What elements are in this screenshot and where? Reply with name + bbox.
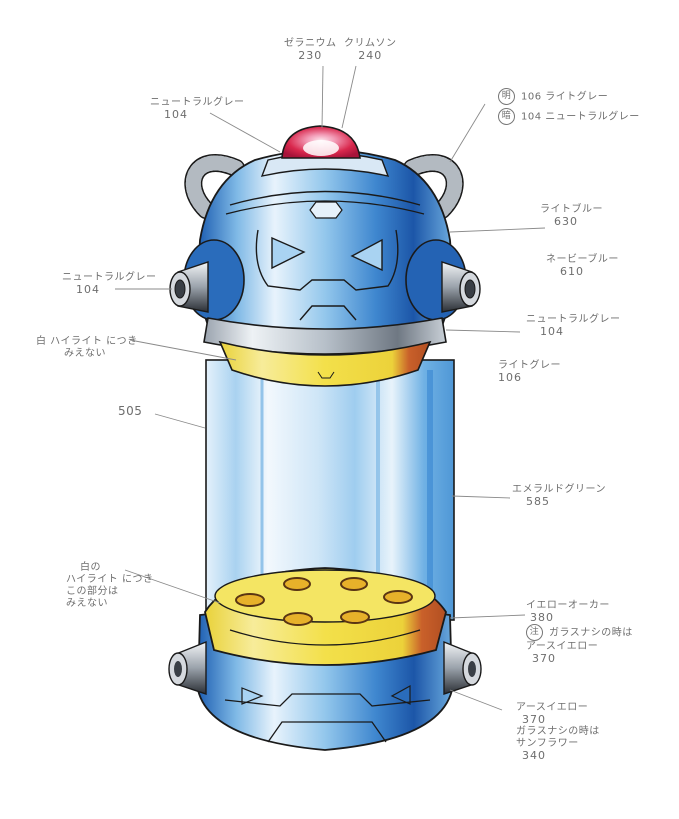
label-text: ガラスナシの時は xyxy=(516,726,600,737)
label-code: 230 xyxy=(298,49,323,62)
label-text: ニュートラルグレー xyxy=(150,97,245,108)
label-code: 370 xyxy=(532,652,556,665)
label-upper-band: ニュートラルグレー 104 xyxy=(526,314,621,338)
label-text: アースイエロー xyxy=(516,702,589,713)
label-text: ガラスナシの時は xyxy=(549,627,633,639)
label-code: 106 xyxy=(521,91,542,103)
leader-lines xyxy=(115,65,546,711)
label-text: ライトブルー xyxy=(540,204,603,215)
label-code: 630 xyxy=(554,215,578,228)
label-geranium: ゼラニウム 230 xyxy=(284,38,337,62)
label-hose-dark: 暗 104 ニュートラルグレー xyxy=(498,108,640,125)
label-navy-blue: ネービーブルー 610 xyxy=(546,254,619,278)
label-text: ライトグレー xyxy=(545,91,609,103)
label-code: 610 xyxy=(560,265,584,278)
label-code: 104 xyxy=(76,283,100,296)
label-crimson: クリムソン 240 xyxy=(344,38,397,62)
label-text: みえない xyxy=(64,348,106,359)
light-mark: 明 xyxy=(498,88,515,105)
label-text: ニュートラルグレー xyxy=(545,111,640,123)
label-code: 585 xyxy=(526,495,550,508)
label-top-ring: ニュートラルグレー 104 xyxy=(150,97,245,121)
label-text: ニュートラルグレー xyxy=(62,272,157,283)
label-code: 380 xyxy=(530,611,554,624)
label-hose-light: 明 106 ライトグレー xyxy=(498,88,608,105)
right-nozzle-upper xyxy=(441,261,481,313)
label-glass-505: 505 xyxy=(118,405,142,417)
label-code: 104 xyxy=(164,108,188,121)
label-text: ライトグレー xyxy=(498,360,561,371)
label-lower-highlight: 白の ハイライト につき この部分は みえない xyxy=(66,562,153,610)
left-hose xyxy=(184,154,245,219)
right-hose xyxy=(403,154,464,219)
label-text: ハイライト につき xyxy=(66,574,154,585)
lower-module xyxy=(197,567,453,751)
label-code: 106 xyxy=(498,371,522,384)
left-nozzle-upper xyxy=(169,261,209,313)
left-nozzle-lower xyxy=(168,640,207,695)
label-text: イエローオーカー xyxy=(526,600,610,611)
label-light-grey: ライトグレー 106 xyxy=(498,360,561,384)
lid-holes xyxy=(235,577,413,626)
label-light-blue: ライトブルー 630 xyxy=(540,204,603,228)
label-text: 白 ハイライト につき xyxy=(36,336,138,347)
right-nozzle-lower xyxy=(443,640,482,695)
label-code: 104 xyxy=(540,325,564,338)
label-upper-highlight: 白 ハイライト につき みえない xyxy=(36,336,138,360)
label-text: サンフラワー xyxy=(516,738,579,749)
label-code: 340 xyxy=(522,749,546,762)
label-yellow-ochre: イエローオーカー 380 注ガラスナシの時は アースイエロー 370 xyxy=(526,600,633,665)
label-text: 白の xyxy=(80,562,101,573)
label-text: ゼラニウム xyxy=(284,38,337,49)
dark-mark: 暗 xyxy=(498,108,515,125)
label-text: この部分は xyxy=(66,586,119,597)
label-left-nozzle: ニュートラルグレー 104 xyxy=(62,272,157,296)
label-emerald: エメラルドグリーン 585 xyxy=(512,484,606,508)
red-dome xyxy=(281,125,361,159)
label-text: クリムソン xyxy=(344,38,397,49)
label-text: みえない xyxy=(66,598,108,609)
label-code: 370 xyxy=(522,713,546,726)
label-text: アースイエロー xyxy=(526,641,599,652)
upper-module xyxy=(183,125,467,387)
label-code: 104 xyxy=(521,111,542,123)
label-code: 505 xyxy=(118,404,143,418)
label-code: 240 xyxy=(358,49,383,62)
label-text: エメラルドグリーン xyxy=(512,484,606,495)
note-mark: 注 xyxy=(526,624,543,641)
label-text: ネービーブルー xyxy=(546,254,619,265)
label-text: ニュートラルグレー xyxy=(526,314,621,325)
label-earth-yellow: アースイエロー 370 ガラスナシの時は サンフラワー 340 xyxy=(516,702,600,762)
